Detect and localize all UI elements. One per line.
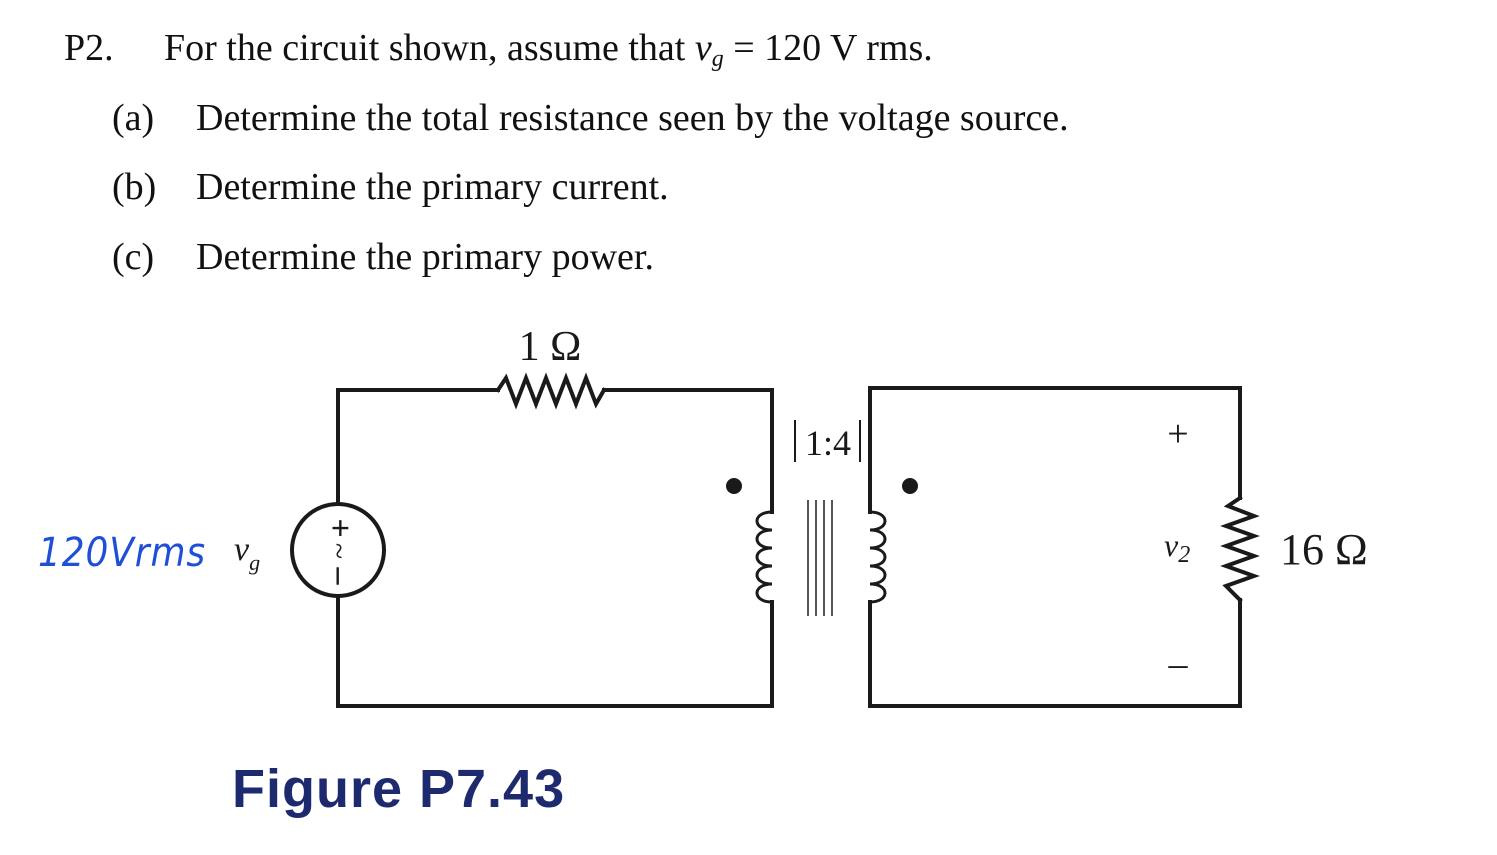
secondary-voltage-sub: 2 [1178, 542, 1190, 568]
part-b-label: (b) [112, 166, 157, 208]
part-b-text: Determine the primary current. [196, 166, 669, 208]
secondary-voltage-main: v [1164, 527, 1179, 563]
source-label-sub: g [249, 550, 260, 575]
secondary-voltage-label: v2 [1164, 527, 1190, 568]
secondary-coil [869, 510, 887, 604]
handwritten-annotation: 120Vrms [38, 530, 206, 576]
load-resistor-label: 16 Ω [1280, 525, 1368, 574]
turns-ratio-label: 1:4 [805, 423, 851, 463]
ac-source-circle [290, 502, 386, 598]
primary-bottom-wire [336, 593, 774, 708]
primary-top-left-wire [336, 388, 500, 507]
source-plus-sign: + [321, 518, 358, 537]
primary-resistor-label: 1 Ω [519, 324, 582, 370]
figure-caption: Figure P7.43 [232, 759, 566, 819]
part-c-label: (c) [112, 236, 155, 278]
problem-intro: For the circuit shown, assume that vg = … [164, 26, 933, 81]
source-label: vg [234, 531, 260, 575]
primary-top-right-wire [602, 388, 774, 514]
part-c-text: Determine the primary power. [196, 236, 654, 278]
primary-polarity-dot [726, 478, 742, 494]
secondary-polarity-dot [902, 478, 918, 494]
problem-number: P2. [64, 27, 114, 69]
primary-resistor-symbol [495, 372, 607, 410]
problem-intro-before: For the circuit shown, assume that [164, 27, 695, 69]
source-minus-sign: – [322, 567, 359, 586]
source-tilde-icon: ~ [322, 543, 355, 559]
secondary-bottom-wire [868, 598, 1242, 708]
problem-var-sub: g [711, 46, 724, 72]
part-a-text: Determine the total resistance seen by t… [196, 97, 1069, 139]
part-a-label: (a) [112, 97, 155, 139]
source-label-main: v [234, 531, 250, 568]
secondary-plus-sign: + [1167, 413, 1188, 455]
problem-intro-after: = 120 V rms. [723, 27, 933, 69]
primary-coil [755, 510, 773, 604]
secondary-minus-sign: – [1168, 643, 1189, 685]
problem-var: v [694, 27, 712, 69]
secondary-top-wire [868, 386, 1242, 514]
load-resistor-symbol [1220, 495, 1260, 603]
